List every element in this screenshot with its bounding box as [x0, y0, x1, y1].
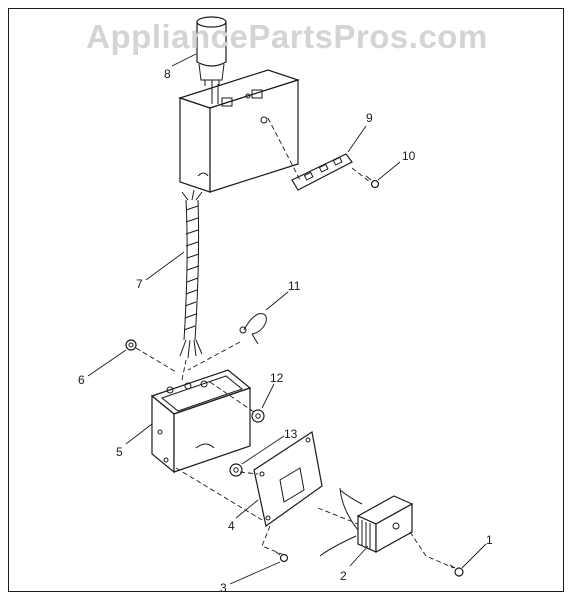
callout-13: 13: [284, 427, 298, 441]
callout-3: 3: [220, 581, 227, 595]
part-12-nut[interactable]: [251, 409, 265, 423]
part-9-bracket[interactable]: [291, 153, 353, 191]
part-3-screw[interactable]: [275, 551, 289, 563]
callout-11: 11: [288, 279, 301, 293]
part-13-nut[interactable]: [229, 463, 243, 477]
callout-10: 10: [402, 149, 416, 163]
part-2-transformer[interactable]: [319, 487, 414, 557]
part-4-cover-plate[interactable]: [253, 431, 323, 528]
part-5-lower-box[interactable]: [150, 369, 252, 474]
upper-junction-box[interactable]: [178, 69, 300, 193]
callout-4: 4: [228, 519, 235, 533]
callout-6: 6: [78, 373, 85, 387]
callout-2: 2: [340, 569, 347, 583]
part-7-conduit[interactable]: [179, 189, 203, 359]
part-6-nut[interactable]: [125, 339, 137, 351]
part-10-screw[interactable]: [365, 175, 380, 189]
part-1-screw[interactable]: [449, 564, 464, 577]
diagram-frame: [8, 8, 564, 592]
leader-lines: [87, 53, 487, 585]
part-11-ground-wire[interactable]: [239, 313, 267, 345]
assembly-lines: [135, 86, 455, 569]
callout-7: 7: [136, 277, 143, 291]
part-8-relay[interactable]: [196, 16, 227, 86]
callout-12: 12: [270, 371, 284, 385]
callout-8: 8: [164, 67, 171, 81]
callout-labels: 8 9 10 7 11 6 12 5 13 4 2 3 1: [78, 67, 493, 595]
callout-1: 1: [486, 533, 493, 547]
callout-9: 9: [366, 111, 373, 125]
callout-5: 5: [116, 445, 123, 459]
